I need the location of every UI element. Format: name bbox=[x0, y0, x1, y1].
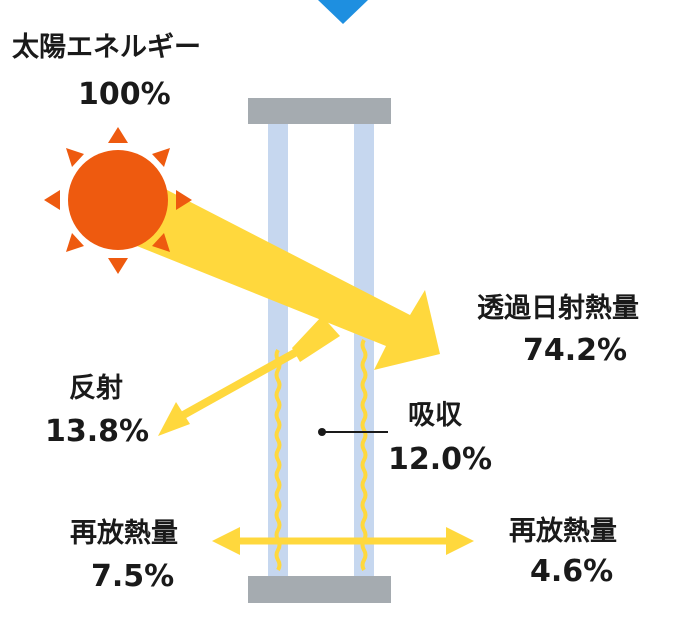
transmitted-label: 透過日射熱量 bbox=[477, 293, 639, 324]
reradiate-outside-arrow-head bbox=[212, 527, 240, 555]
sun-icon bbox=[68, 150, 168, 250]
frame-bottom bbox=[248, 576, 391, 603]
sun-ray-top-left bbox=[66, 148, 84, 167]
reflected-arrow-line bbox=[176, 346, 302, 422]
absorbed-heat-wave-inner bbox=[360, 338, 368, 572]
top-marker-icon bbox=[318, 0, 368, 24]
frame-top bbox=[248, 98, 391, 124]
reflected-arrow-body bbox=[292, 316, 340, 362]
sun-ray-top bbox=[108, 127, 128, 143]
absorbed-heat-wave-outer bbox=[274, 348, 282, 572]
sun-ray-right bbox=[176, 190, 192, 210]
solar-energy-value: 100% bbox=[78, 77, 171, 112]
sun-rays bbox=[44, 127, 192, 274]
sun-ray-left bbox=[44, 190, 60, 210]
reradiated-inside-value: 4.6% bbox=[530, 554, 614, 589]
sun-ray-bottom-left bbox=[66, 233, 84, 252]
reflected-label: 反射 bbox=[69, 373, 123, 404]
sun-ray-top-right bbox=[152, 148, 170, 167]
transmitted-value: 74.2% bbox=[523, 333, 628, 368]
absorbed-label: 吸収 bbox=[408, 400, 462, 431]
reradiated-inside-label: 再放熱量 bbox=[509, 516, 617, 547]
reflected-value: 13.8% bbox=[45, 414, 150, 449]
reradiated-outside-value: 7.5% bbox=[91, 559, 175, 594]
solar-energy-label: 太陽エネルギー bbox=[12, 32, 201, 63]
transmitted-arrow bbox=[122, 175, 440, 370]
sun-ray-bottom bbox=[108, 258, 128, 274]
reradiate-inside-arrow-head bbox=[446, 527, 474, 555]
sun-ray-bottom-right bbox=[152, 233, 170, 252]
reradiated-outside-label: 再放熱量 bbox=[70, 518, 178, 549]
reflected-arrow-head bbox=[158, 402, 190, 436]
absorbed-value: 12.0% bbox=[388, 442, 493, 477]
